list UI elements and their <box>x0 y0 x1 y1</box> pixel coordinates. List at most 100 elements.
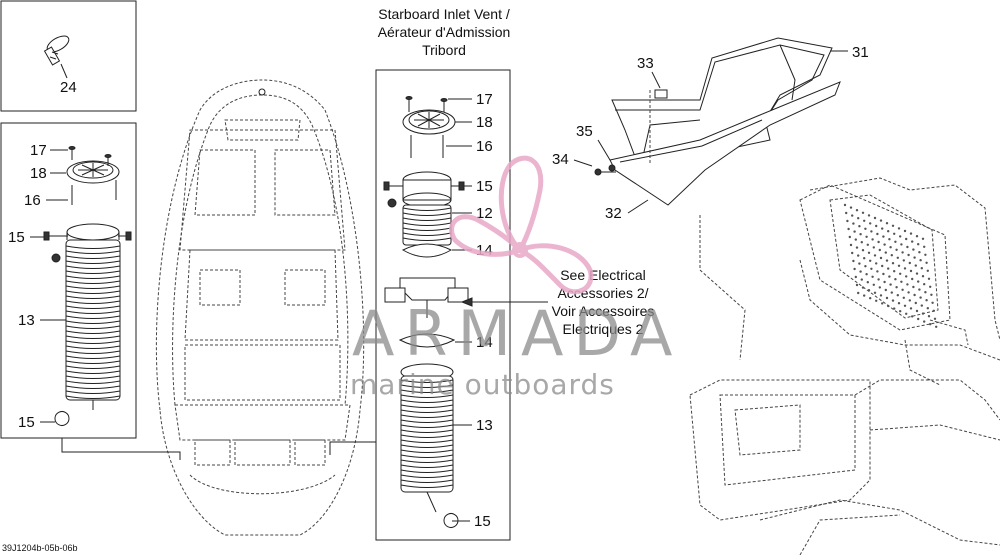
hose-rib <box>400 409 454 413</box>
hose-rib <box>402 237 452 241</box>
hose-rib <box>65 340 121 344</box>
hose-rib <box>65 355 121 359</box>
mesh-dot <box>917 243 920 246</box>
mesh-dot <box>913 256 916 259</box>
hose-rib <box>400 484 454 488</box>
callout-center-16: 16 <box>476 138 493 155</box>
mesh-dot <box>893 307 896 310</box>
mesh-dot <box>905 237 908 241</box>
mesh-dot <box>917 317 920 321</box>
hose-rib <box>65 255 121 259</box>
mesh-dot <box>912 285 915 289</box>
mesh-dot <box>875 299 878 302</box>
hose-rib <box>65 270 121 274</box>
mesh-dot <box>887 304 890 308</box>
callout-24: 24 <box>60 79 77 96</box>
mesh-dot <box>872 283 875 286</box>
hose-rib <box>400 424 454 428</box>
mesh-dot <box>927 315 931 318</box>
mesh-dot <box>901 251 904 254</box>
mesh-dot <box>859 233 862 236</box>
mesh-dot <box>875 224 878 228</box>
hose-rib <box>400 469 454 473</box>
mesh-dot <box>866 281 869 284</box>
hose-rib <box>402 222 452 226</box>
mesh-dot <box>890 254 893 257</box>
mesh-dot <box>876 270 879 273</box>
mesh-dot <box>863 257 866 260</box>
mesh-dot <box>887 267 890 270</box>
mesh-dot <box>873 254 877 257</box>
storage-bin-31 <box>609 37 841 361</box>
detail-box-left-vent <box>0 122 137 439</box>
hose-rib <box>65 275 121 279</box>
mesh-dot <box>923 245 926 248</box>
mesh-dot <box>923 283 926 286</box>
mesh-dot <box>907 291 910 294</box>
mesh-dot <box>872 246 875 249</box>
callout-center-15a: 15 <box>476 178 493 195</box>
mesh-dot <box>867 214 871 217</box>
mesh-dot <box>919 259 922 262</box>
center-hose-corrugations <box>400 379 454 488</box>
mesh-dot <box>930 293 933 296</box>
hose-rib <box>65 395 121 399</box>
hose-rib <box>65 295 121 299</box>
mesh-dot <box>849 206 853 209</box>
figure-code: 39J1204b-05b-06b <box>2 543 78 553</box>
callout-center-15b: 15 <box>474 513 491 530</box>
mesh-dot <box>915 272 919 275</box>
hull-outline <box>155 79 365 536</box>
mesh-dot <box>852 222 855 225</box>
mesh-dot <box>889 283 892 286</box>
mesh-dot <box>906 283 909 286</box>
hose-rib <box>65 280 121 284</box>
mesh-dot <box>891 299 895 302</box>
mesh-dot <box>894 240 897 243</box>
mesh-dot <box>897 264 901 267</box>
hose-rib <box>65 370 121 374</box>
mesh-dot <box>855 283 859 287</box>
mesh-dot <box>895 248 898 251</box>
mesh-dot <box>858 262 861 265</box>
mesh-dot <box>884 288 887 292</box>
mesh-dot <box>935 325 938 328</box>
mesh-dot <box>920 304 923 307</box>
watermark: ARMADA marine outboards <box>350 155 682 401</box>
mesh-dot <box>911 315 914 318</box>
mesh-dot <box>926 269 929 272</box>
left-vent-assembly <box>43 146 132 426</box>
watermark-brand: ARMADA <box>352 297 682 370</box>
mesh-dot <box>890 291 893 294</box>
hose-rib <box>400 464 454 468</box>
mesh-dot <box>851 251 854 255</box>
mesh-dot <box>918 251 921 254</box>
callout-33: 33 <box>637 55 654 72</box>
mesh-dot <box>865 273 868 276</box>
hose-rib <box>400 384 454 388</box>
mesh-dot <box>887 230 890 233</box>
mesh-dot <box>894 278 897 281</box>
mesh-dot <box>895 286 898 289</box>
mesh-dot <box>903 304 907 307</box>
mesh-dot <box>896 256 899 259</box>
mesh-dot <box>932 309 935 312</box>
callout-left-16: 16 <box>24 192 41 209</box>
callout-center-17: 17 <box>476 91 493 108</box>
mesh-dot <box>915 309 919 313</box>
hose-rib <box>65 345 121 349</box>
hose-rib <box>400 444 454 448</box>
mesh-dot <box>853 267 856 271</box>
mesh-dot <box>902 296 905 299</box>
watermark-tagline: marine outboards <box>350 368 615 401</box>
mesh-dot <box>918 288 921 291</box>
hose-rib <box>400 454 454 458</box>
hose-rib <box>402 227 452 231</box>
mesh-dot <box>871 238 874 241</box>
mesh-dot <box>901 288 904 291</box>
title-line-1: Starboard Inlet Vent / <box>378 6 510 22</box>
center-sleeve-corrugations <box>402 207 452 241</box>
detail-box-starboard-vent <box>375 69 511 541</box>
mesh-dot <box>871 275 874 278</box>
